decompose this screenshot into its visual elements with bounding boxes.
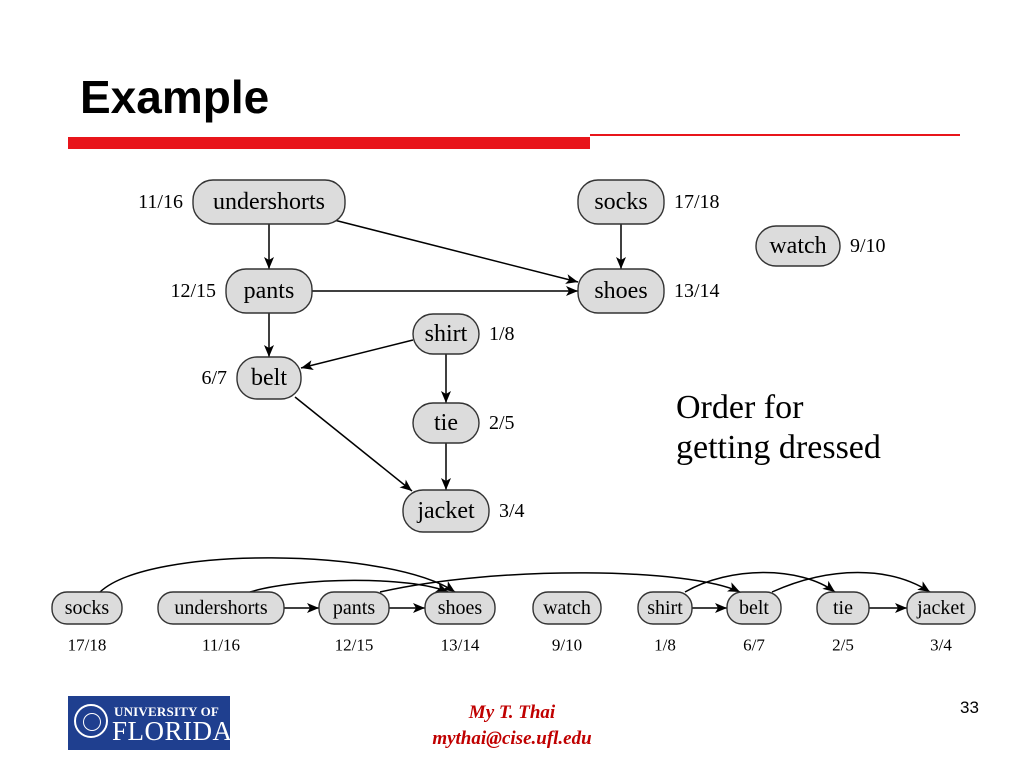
footer-name: My T. Thai xyxy=(468,702,556,723)
node-pants-time: 12/15 xyxy=(170,280,216,302)
order-node-watch-time: 9/10 xyxy=(552,636,582,655)
order-node-jacket: jacket 3/4 xyxy=(906,591,976,655)
node-undershorts-label: undershorts xyxy=(213,189,325,215)
node-shoes: shoes 13/14 xyxy=(577,268,720,314)
order-node-watch: watch 9/10 xyxy=(532,591,602,655)
node-shirt: shirt 1/8 xyxy=(412,313,515,355)
order-node-tie-time: 2/5 xyxy=(832,636,854,655)
order-node-socks-shape xyxy=(51,591,123,625)
node-undershorts-shape xyxy=(192,179,346,225)
node-jacket: jacket 3/4 xyxy=(402,489,525,533)
node-socks: socks 17/18 xyxy=(577,179,720,225)
node-shirt-label: shirt xyxy=(425,321,468,347)
order-node-jacket-time: 3/4 xyxy=(930,636,952,655)
node-watch: watch 9/10 xyxy=(755,225,886,267)
order-node-shirt-time: 1/8 xyxy=(654,636,676,655)
node-socks-shape xyxy=(577,179,665,225)
node-socks-label: socks xyxy=(594,189,647,215)
order-node-watch-label: watch xyxy=(543,597,591,619)
order-edge-shirt-to-tie xyxy=(684,571,836,593)
node-shirt-shape xyxy=(412,313,480,355)
order-edge-undershorts-to-shoes xyxy=(249,579,449,593)
node-jacket-shape xyxy=(402,489,490,533)
footer-credit: My T. Thai mythai@cise.ufl.edu xyxy=(412,700,612,752)
node-belt-label: belt xyxy=(251,365,287,391)
node-socks-time: 17/18 xyxy=(674,191,720,213)
edge-shirt-to-belt xyxy=(300,339,414,370)
order-node-belt-shape xyxy=(726,591,782,625)
order-node-undershorts-shape xyxy=(157,591,285,625)
node-watch-shape xyxy=(755,225,841,267)
order-edge-socks-to-shoes xyxy=(99,557,456,593)
order-node-jacket-label: jacket xyxy=(916,597,965,619)
order-nodes: socks 17/18 undershorts 11/16 pants 12/15 shoe… xyxy=(51,591,976,655)
order-node-belt-label: belt xyxy=(739,597,769,619)
order-node-socks-time: 17/18 xyxy=(68,636,107,655)
node-pants: pants 12/15 xyxy=(170,268,313,314)
node-pants-label: pants xyxy=(244,278,295,304)
order-node-shirt-shape xyxy=(637,591,693,625)
node-belt-shape xyxy=(236,356,302,400)
order-node-tie-label: tie xyxy=(833,597,853,619)
node-watch-time: 9/10 xyxy=(850,235,886,257)
order-annotation: Order for getting dressed xyxy=(676,388,881,468)
title-underline-bar xyxy=(68,137,590,149)
annotation-line-2: getting dressed xyxy=(676,429,881,466)
node-shoes-time: 13/14 xyxy=(674,280,720,302)
graph-edges xyxy=(264,219,626,492)
footer-email: mythai@cise.ufl.edu xyxy=(432,728,592,749)
order-node-belt-time: 6/7 xyxy=(743,636,765,655)
page-number: 33 xyxy=(960,698,979,717)
node-watch-label: watch xyxy=(769,233,826,259)
graph-nodes: undershorts 11/16 socks 17/18 watch 9/10 pants… xyxy=(138,179,886,533)
node-jacket-label: jacket xyxy=(416,498,475,524)
order-node-pants: pants 12/15 xyxy=(318,591,390,655)
node-shoes-label: shoes xyxy=(594,278,647,304)
order-node-jacket-shape xyxy=(906,591,976,625)
order-node-pants-label: pants xyxy=(333,597,375,619)
node-undershorts: undershorts 11/16 xyxy=(138,179,346,225)
order-node-undershorts-time: 11/16 xyxy=(202,636,240,655)
order-node-pants-shape xyxy=(318,591,390,625)
node-undershorts-time: 11/16 xyxy=(138,191,183,213)
order-edge-pants-to-belt xyxy=(379,572,741,593)
node-tie-shape xyxy=(412,402,480,444)
university-seal-icon xyxy=(74,704,108,738)
order-node-pants-time: 12/15 xyxy=(335,636,374,655)
order-edges xyxy=(99,557,931,613)
annotation-line-1: Order for xyxy=(676,389,804,426)
node-pants-shape xyxy=(225,268,313,314)
slide-title: Example xyxy=(80,71,270,123)
node-shoes-shape xyxy=(577,268,665,314)
node-tie: tie 2/5 xyxy=(412,402,515,444)
node-jacket-time: 3/4 xyxy=(499,500,525,522)
order-node-belt: belt 6/7 xyxy=(726,591,782,655)
node-shirt-time: 1/8 xyxy=(489,323,515,345)
title-underline-thin xyxy=(590,134,960,136)
order-node-undershorts: undershorts 11/16 xyxy=(157,591,285,655)
node-belt-time: 6/7 xyxy=(201,367,227,389)
order-node-tie-shape xyxy=(816,591,870,625)
order-node-shoes-label: shoes xyxy=(438,597,483,619)
order-node-shoes-shape xyxy=(424,591,496,625)
order-node-shoes-time: 13/14 xyxy=(441,636,480,655)
edge-belt-to-jacket xyxy=(294,396,413,492)
university-logo: UNIVERSITY OF FLORIDA xyxy=(68,696,233,750)
node-tie-time: 2/5 xyxy=(489,412,515,434)
order-node-socks: socks 17/18 xyxy=(51,591,123,655)
logo-line-1: UNIVERSITY OF xyxy=(114,704,220,719)
logo-line-2: FLORIDA xyxy=(112,716,233,746)
node-tie-label: tie xyxy=(434,410,458,436)
order-node-socks-label: socks xyxy=(65,597,110,619)
order-node-watch-shape xyxy=(532,591,602,625)
order-node-shirt: shirt 1/8 xyxy=(637,591,693,655)
order-node-undershorts-label: undershorts xyxy=(174,597,268,619)
node-belt: belt 6/7 xyxy=(201,356,302,400)
order-node-shirt-label: shirt xyxy=(647,597,683,619)
order-edge-belt-to-jacket xyxy=(771,571,931,593)
edge-undershorts-to-shoes xyxy=(333,219,579,284)
order-node-shoes: shoes 13/14 xyxy=(424,591,496,655)
order-node-tie: tie 2/5 xyxy=(816,591,870,655)
